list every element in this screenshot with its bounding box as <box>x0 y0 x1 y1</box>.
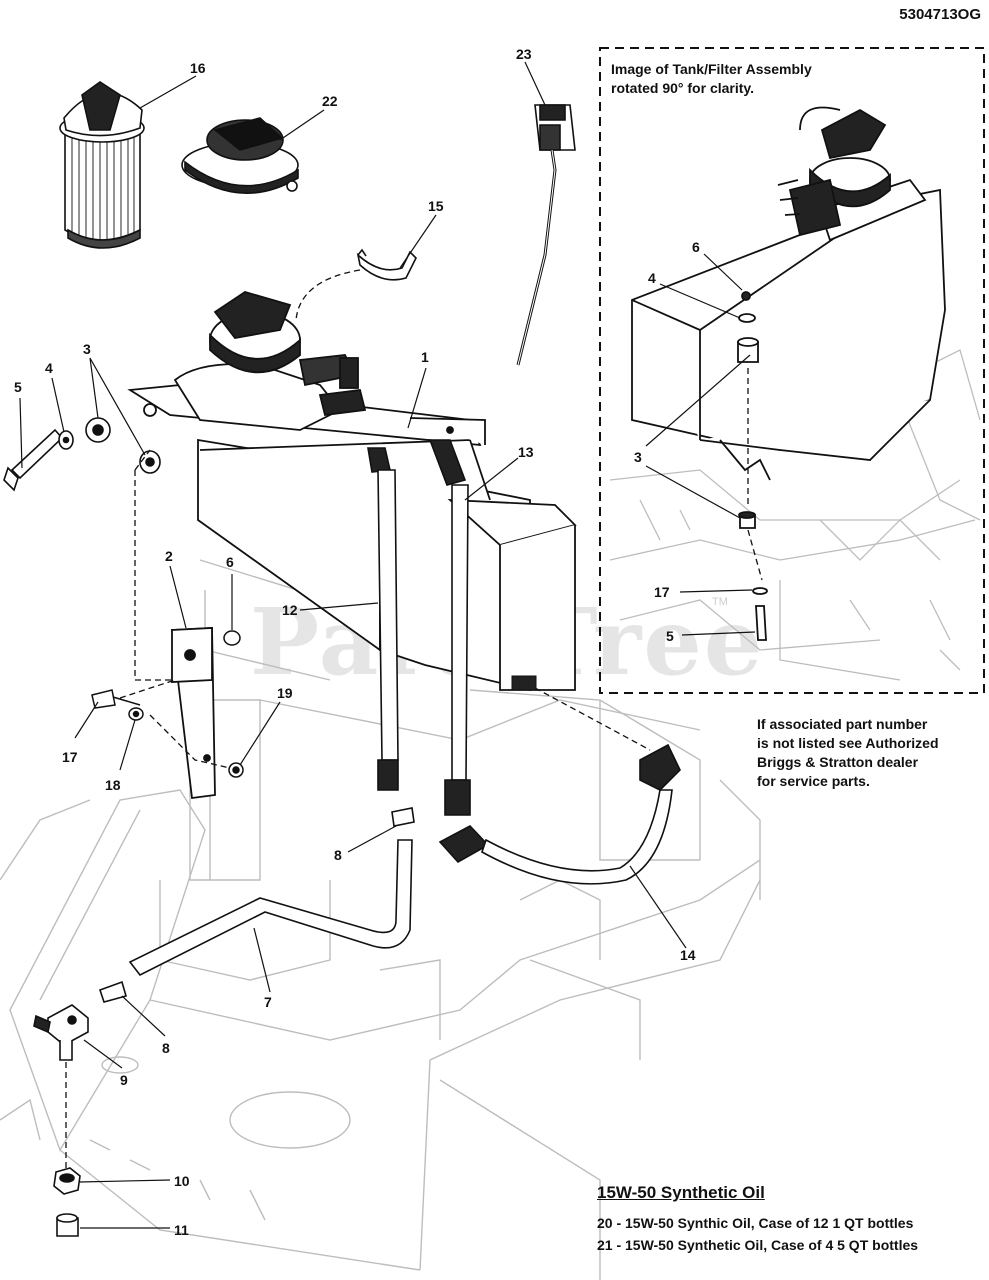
elbow-fitting-part-9 <box>33 1004 89 1061</box>
dealer-note-line-2: is not listed see Authorized <box>757 735 939 751</box>
inset-caption-line-1: Image of Tank/Filter Assembly <box>611 61 812 77</box>
callout-22: 22 <box>322 93 338 109</box>
callout-7: 7 <box>264 994 272 1010</box>
inset-caption-line-2: rotated 90° for clarity. <box>611 80 755 96</box>
callout-16: 16 <box>190 60 206 76</box>
inset-caption: Image of Tank/Filter Assembly rotated 90… <box>611 60 812 98</box>
callout-15: 15 <box>428 198 444 214</box>
callout-3-inset: 3 <box>634 449 642 465</box>
callout-10: 10 <box>174 1173 190 1189</box>
inset-frame-background <box>609 349 981 681</box>
clip-part-15 <box>356 248 417 281</box>
callout-9: 9 <box>120 1072 128 1088</box>
hose-part-7 <box>98 807 415 1003</box>
callout-6-inset: 6 <box>692 239 700 255</box>
dealer-note: If associated part number is not listed … <box>757 715 939 791</box>
callout-3-main: 3 <box>83 341 91 357</box>
callout-4-main: 4 <box>45 360 53 376</box>
dealer-note-line-3: Briggs & Stratton dealer <box>757 754 919 770</box>
callout-8-upper: 8 <box>334 847 342 863</box>
callout-17-main: 17 <box>62 749 78 765</box>
hydraulic-tank-part-1 <box>127 291 577 692</box>
tank-port <box>511 675 537 691</box>
inset-dashed-leader <box>747 368 763 581</box>
inset-tank-assembly <box>631 106 946 641</box>
callout-13: 13 <box>518 444 534 460</box>
hose-part-14 <box>438 743 681 885</box>
callout-5-inset: 5 <box>666 628 674 644</box>
bracket-hardware <box>91 630 244 778</box>
filter-part-16 <box>59 81 145 249</box>
bracket-part-2 <box>170 627 216 800</box>
callout-11: 11 <box>174 1222 189 1238</box>
hose-part-12 <box>367 447 399 791</box>
callout-18: 18 <box>105 777 121 793</box>
callout-1: 1 <box>421 349 429 365</box>
oil-section-title: 15W-50 Synthetic Oil <box>597 1183 765 1202</box>
callout-17-inset: 17 <box>654 584 670 600</box>
callout-6-main: 6 <box>226 554 234 570</box>
callout-5-main: 5 <box>14 379 22 395</box>
dipstick-part-23 <box>516 104 576 366</box>
tank-cap-part-22 <box>181 117 299 194</box>
callout-8-lower: 8 <box>162 1040 170 1056</box>
callout-leaders <box>19 61 756 1229</box>
watermark-trademark: TM <box>712 596 728 608</box>
callout-23: 23 <box>516 46 532 62</box>
dealer-note-line-4: for service parts. <box>757 773 870 789</box>
callout-labels: 1 2 3 3 4 4 5 5 6 6 7 8 8 9 10 11 12 13 … <box>14 46 700 1238</box>
callout-2: 2 <box>165 548 173 564</box>
hose-part-13 <box>428 439 471 816</box>
oil-section: 15W-50 Synthetic Oil 20 - 15W-50 Synthic… <box>597 1183 918 1256</box>
oil-item-20: 20 - 15W-50 Synthic Oil, Case of 12 1 QT… <box>597 1215 914 1231</box>
clip-dashed-leader <box>295 269 361 321</box>
nut-and-cap-parts <box>53 1167 81 1237</box>
callout-4-inset: 4 <box>648 270 656 286</box>
callout-19: 19 <box>277 685 293 701</box>
mount-hardware-left <box>3 417 161 492</box>
dealer-note-line-1: If associated part number <box>757 716 928 732</box>
mount-dashed-leader <box>134 449 190 681</box>
oil-item-21: 21 - 15W-50 Synthetic Oil, Case of 4 5 Q… <box>597 1237 919 1253</box>
inset-box <box>599 47 985 694</box>
hose-14-dashed-leader <box>534 687 651 751</box>
bracket-dashed-leader <box>119 679 231 769</box>
callout-14: 14 <box>680 947 696 963</box>
callout-12: 12 <box>282 602 298 618</box>
document-id: 5304713OG <box>899 6 981 23</box>
